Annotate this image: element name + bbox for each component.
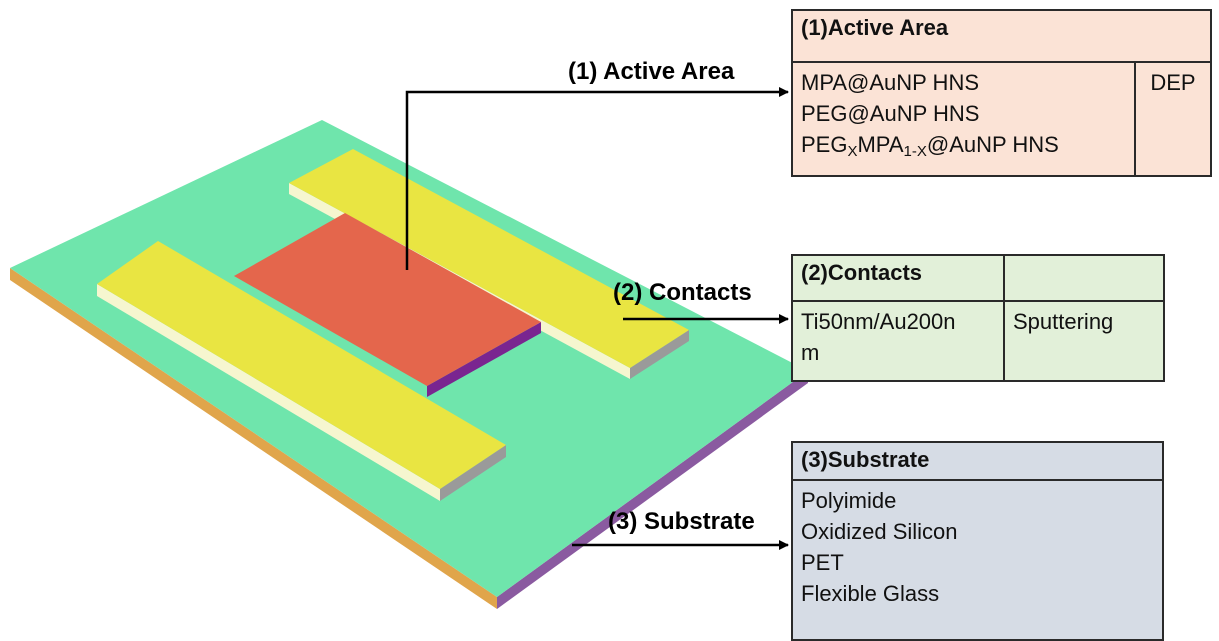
substrate-callout: (3) Substrate: [608, 508, 755, 535]
contacts-table-header: (2)Contacts: [791, 254, 1005, 302]
contacts-table-header-right: [1003, 254, 1165, 302]
formula-mpa-subscript: 1-X: [903, 143, 927, 160]
active-area-method-cell: DEP: [1134, 61, 1212, 177]
contact-front-side: [97, 284, 440, 501]
contact-front: [97, 241, 506, 501]
contact-back-end: [630, 330, 689, 379]
active-area-table-header: (1)Active Area: [791, 9, 1212, 63]
mixed-material-item: PEGXMPA1-X@AuNP HNS: [801, 129, 1126, 160]
active-area-leader-line: [405, 87, 789, 270]
contact-back-top: [289, 149, 689, 368]
contacts-method-cell: Sputtering: [1003, 300, 1165, 382]
substrate-side-right: [497, 371, 808, 609]
active-area-top: [234, 213, 541, 386]
contacts-material-cell: Ti50nm/Au200n m: [791, 300, 1005, 382]
contacts-callout: (2) Contacts: [613, 279, 752, 306]
substrate-material-item: Flexible Glass: [801, 581, 940, 606]
formula-peg: PEG: [801, 132, 848, 157]
substrate-material-item: PET: [801, 550, 844, 575]
contact-front-end: [440, 445, 506, 501]
active-area: [234, 213, 541, 397]
formula-mpa: MPA: [857, 132, 904, 157]
formula-rest: @AuNP HNS: [926, 132, 1059, 157]
active-area-callout: (1) Active Area: [568, 58, 735, 85]
substrate-material-item: Polyimide: [801, 488, 897, 513]
contacts-material-line-1: Ti50nm/Au200n: [801, 309, 956, 334]
active-area-table: (1)Active Area MPA@AuNP HNS PEG@AuNP HNS…: [791, 9, 1212, 177]
substrate-material-item: Oxidized Silicon: [801, 519, 958, 544]
substrate-table: (3)Substrate Polyimide Oxidized Silicon …: [791, 441, 1164, 641]
active-area-materials-cell: MPA@AuNP HNS PEG@AuNP HNS PEGXMPA1-X@AuN…: [791, 61, 1136, 177]
contact-front-top: [97, 241, 506, 489]
active-area-side: [427, 322, 541, 397]
contacts-table: (2)Contacts Ti50nm/Au200n m Sputtering: [791, 254, 1165, 382]
formula-peg-subscript: X: [847, 143, 858, 160]
contacts-material-line-2: m: [801, 340, 820, 365]
material-item: PEG@AuNP HNS: [801, 101, 980, 126]
substrate-side-left: [10, 268, 497, 609]
substrate-materials-cell: Polyimide Oxidized Silicon PET Flexible …: [791, 479, 1164, 641]
material-item: MPA@AuNP HNS: [801, 70, 980, 95]
substrate-table-header: (3)Substrate: [791, 441, 1164, 481]
